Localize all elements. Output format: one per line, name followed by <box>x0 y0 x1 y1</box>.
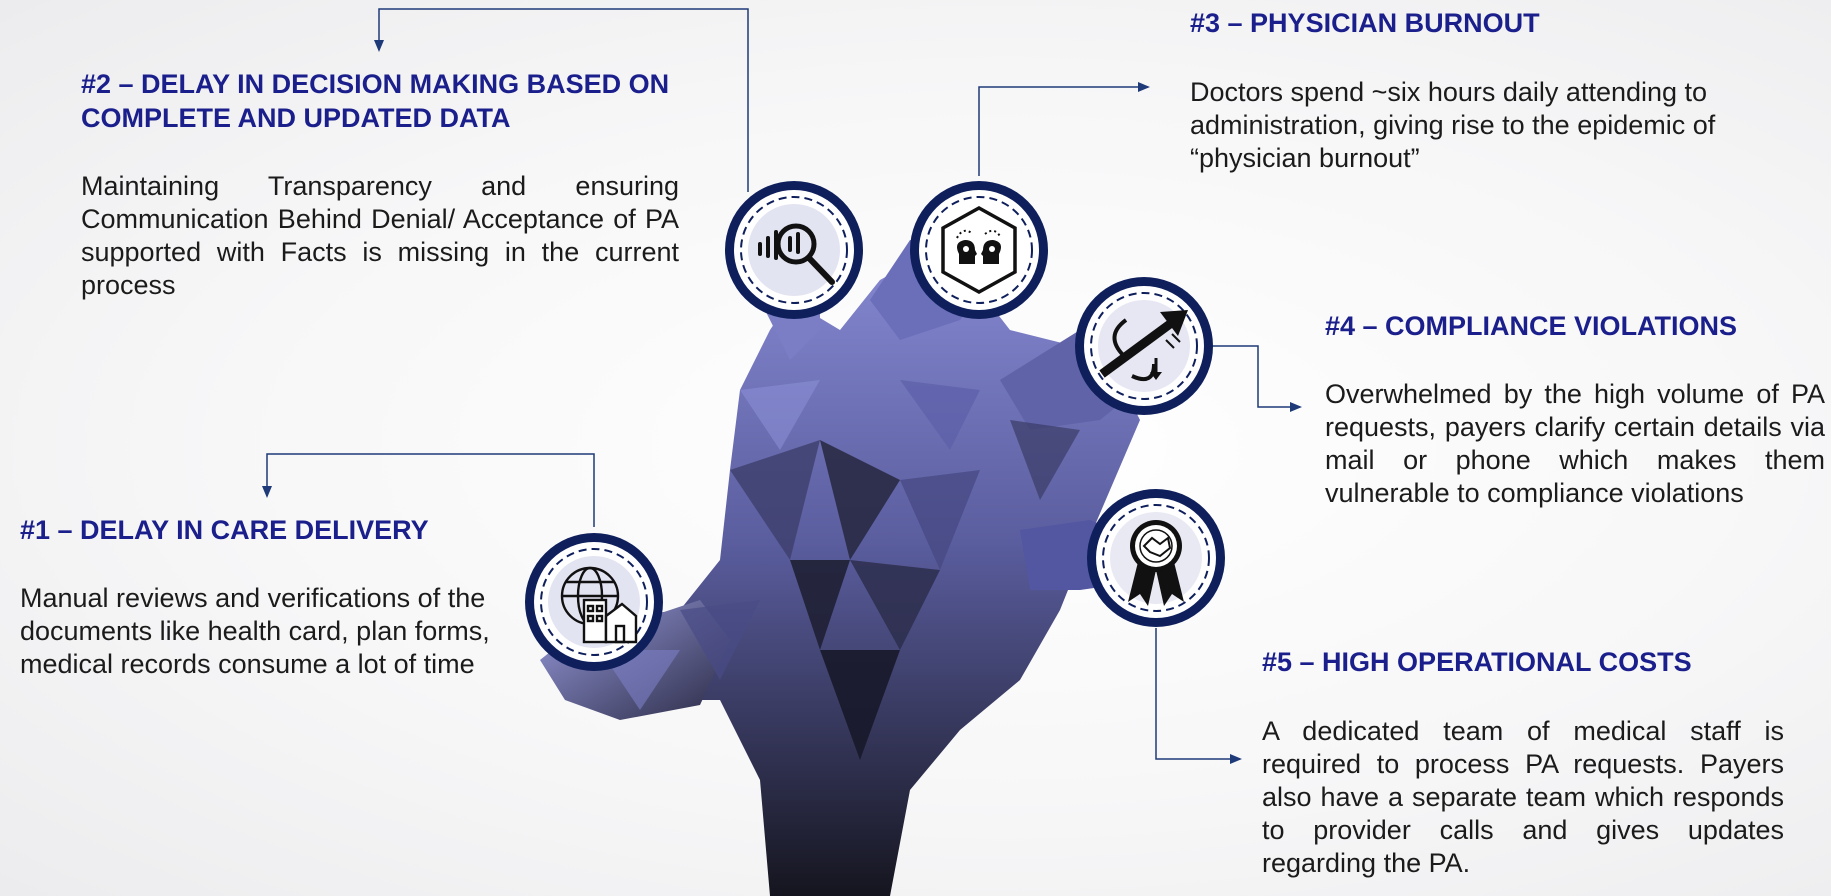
item-2-body: Maintaining Transparency and ensuring Co… <box>81 171 679 300</box>
globe-building-icon <box>560 566 638 644</box>
badge-1 <box>525 533 663 671</box>
item-4: #4 – COMPLIANCE VIOLATIONS Overwhelmed b… <box>1325 309 1825 510</box>
badge-2 <box>725 181 863 319</box>
item-3-body: Doctors spend ~six hours daily attending… <box>1190 77 1716 173</box>
connectors <box>262 8 1302 764</box>
item-5-title: #5 – HIGH OPERATIONAL COSTS <box>1262 647 1692 677</box>
item-4-body: Overwhelmed by the high volume of PA req… <box>1325 379 1825 508</box>
handshake-award-icon <box>1128 520 1184 606</box>
item-2-title: #2 – DELAY IN DECISION MAKING BASED ON C… <box>81 69 670 133</box>
item-5-body: A dedicated team of medical staff is req… <box>1262 716 1784 878</box>
item-1: #1 – DELAY IN CARE DELIVERY Manual revie… <box>20 513 512 681</box>
connector-1 <box>262 453 595 527</box>
badge-5 <box>1087 489 1225 627</box>
trend-arrow-icon <box>1099 310 1188 381</box>
item-5: #5 – HIGH OPERATIONAL COSTS A dedicated … <box>1262 645 1784 880</box>
item-4-title: #4 – COMPLIANCE VIOLATIONS <box>1325 311 1738 341</box>
item-3: #3 – PHYSICIAN BURNOUT Doctors spend ~si… <box>1190 6 1730 175</box>
hand-shape <box>540 210 1150 896</box>
brain-heads-icon <box>941 205 1017 295</box>
connector-3 <box>978 82 1150 176</box>
item-3-title: #3 – PHYSICIAN BURNOUT <box>1190 8 1540 38</box>
connector-4 <box>1211 345 1302 412</box>
data-search-icon <box>758 223 835 285</box>
item-1-title: #1 – DELAY IN CARE DELIVERY <box>20 515 429 545</box>
item-1-body: Manual reviews and verifications of the … <box>20 583 490 679</box>
item-2: #2 – DELAY IN DECISION MAKING BASED ON C… <box>81 67 679 302</box>
connector-2 <box>374 8 749 192</box>
badge-4 <box>1075 277 1213 415</box>
connector-5 <box>1155 628 1242 764</box>
badge-3 <box>910 181 1048 319</box>
